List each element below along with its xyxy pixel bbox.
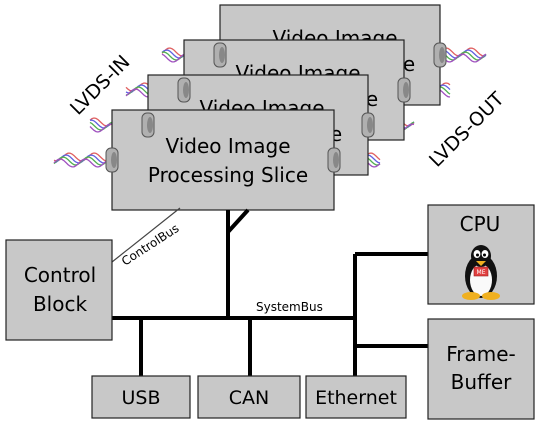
- slice-bus-link: [226, 208, 250, 318]
- input-connector-icon-1: [213, 42, 227, 68]
- input-connector-icon-3: [141, 112, 155, 138]
- slice-1-title-line1: Video Image: [165, 134, 290, 158]
- lvds-in-cable-4: [53, 152, 109, 168]
- lvds-out-cable-1: [443, 47, 487, 63]
- cpu-block: CPU ME: [427, 204, 535, 305]
- output-connector-icon-3: [361, 112, 375, 138]
- control-bus-line: [111, 207, 181, 263]
- cpu-bus-link: [353, 252, 428, 380]
- control-block: Control Block: [5, 239, 113, 341]
- output-connector-icon-1: [433, 42, 447, 68]
- framebuffer-line1: Frame-: [446, 342, 516, 366]
- svg-text:ME: ME: [477, 269, 486, 276]
- framebuffer-line2: Buffer: [451, 370, 512, 394]
- control-bus-label: ControlBus: [119, 221, 182, 268]
- input-connector-icon-4: [105, 147, 119, 173]
- input-connector-icon-2: [177, 77, 191, 103]
- tux-penguin-icon: ME: [462, 245, 500, 300]
- usb-label: USB: [121, 387, 160, 409]
- output-connector-icon-4: [327, 147, 341, 173]
- ethernet-label: Ethernet: [315, 387, 397, 409]
- output-connector-icon-2: [397, 77, 411, 103]
- slice-connectors: [105, 42, 447, 173]
- can-label: CAN: [229, 387, 269, 409]
- control-block-line2: Block: [33, 292, 88, 316]
- system-bus-label: SystemBus: [256, 300, 323, 314]
- control-block-line1: Control: [24, 263, 96, 287]
- slice-1-title-line2: Processing Slice: [148, 163, 308, 187]
- cpu-label: CPU: [460, 212, 501, 236]
- framebuffer-block: Frame- Buffer: [427, 318, 535, 420]
- can-block: CAN: [197, 375, 301, 419]
- usb-block: USB: [91, 375, 191, 419]
- lvds-in-label: LVDS-IN: [66, 51, 134, 119]
- ethernet-block: Ethernet: [305, 375, 407, 419]
